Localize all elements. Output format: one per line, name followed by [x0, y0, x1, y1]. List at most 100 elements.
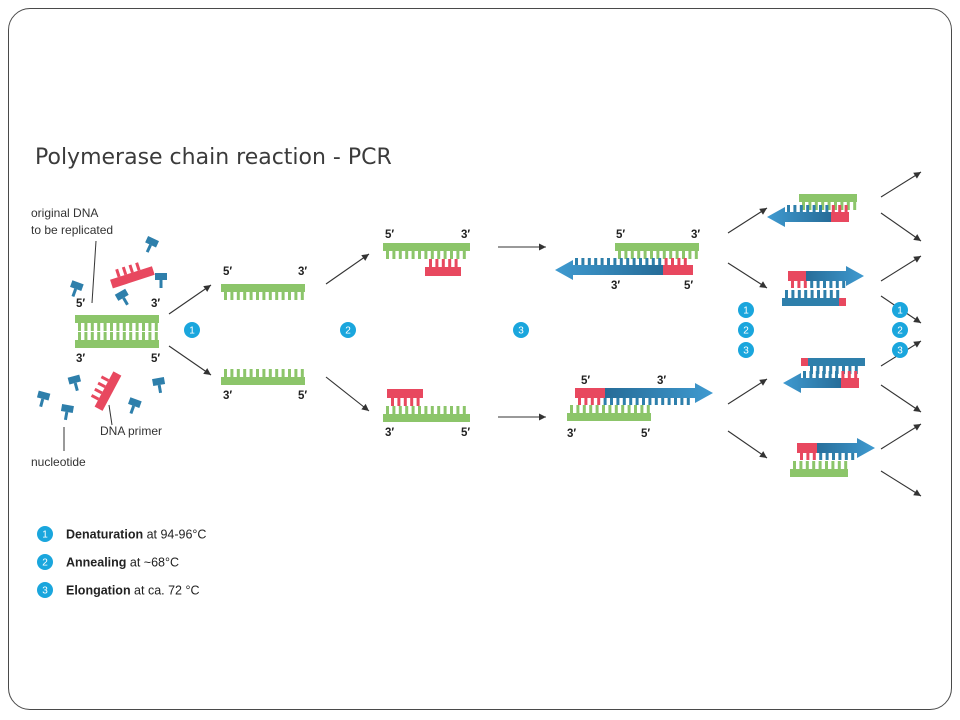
cycle-badge-3-circle — [738, 342, 754, 358]
original-top-strand-base — [142, 323, 145, 331]
elong-top-template-base — [669, 251, 673, 259]
anneal-top-primer — [425, 259, 461, 276]
anneal-top-template-base — [411, 251, 415, 259]
elong-top-template-backbone — [615, 243, 699, 251]
step-badge-annealing-number: 2 — [345, 326, 351, 337]
gen2-c-new-base — [854, 371, 858, 378]
arrow-anneal-up-shaft — [325, 253, 370, 285]
elong-bottom-new-strand-base — [680, 398, 684, 405]
original-bottom-strand-base — [84, 332, 88, 340]
gen2-c-template-tip — [801, 358, 808, 366]
elong-top-new-strand-base — [677, 258, 681, 265]
gen2-d-new-base — [851, 453, 855, 460]
cycle-badge-2: 2 — [738, 322, 754, 338]
anneal-top-template-base — [437, 251, 441, 259]
elong-top-template-base — [662, 251, 666, 259]
arrow-next-5-head — [913, 341, 921, 348]
gen2-c-new-base — [803, 371, 806, 378]
gen2-b-primer-strand-base — [810, 281, 814, 288]
original-top-strand-base — [116, 323, 120, 331]
denatured-bottom-strand-base — [294, 369, 298, 377]
gen2-d-template-backbone — [790, 469, 848, 477]
elong-bottom-template-base — [576, 405, 580, 413]
denatured-bottom-5prime: 5′ — [298, 390, 307, 402]
elong-bottom-template-base — [582, 405, 586, 413]
nucleotide-3 — [114, 288, 129, 306]
gen2-b-primer-strand-base — [823, 281, 826, 288]
denatured-top-strand-base — [281, 292, 285, 300]
elong-top-new-strand-primer — [663, 265, 693, 275]
legend-badge-1-number: 1 — [42, 530, 48, 541]
anneal-top-template-base — [424, 251, 428, 259]
original-top-strand-base — [135, 323, 139, 331]
label-dna-primer: DNA primer — [100, 424, 162, 438]
gen2-d-new-base — [800, 453, 803, 460]
gen2-a-new-base — [793, 205, 797, 212]
free-primer-bottom-backbone — [94, 371, 122, 411]
elong-top-new-strand-base — [683, 258, 687, 265]
anneal-bottom-primer-base — [397, 398, 401, 406]
elong-bottom-template — [567, 405, 651, 421]
original-bottom-strand-base — [78, 332, 81, 340]
original-top-strand-base — [122, 323, 126, 331]
arrow-denature-up-shaft — [168, 284, 212, 315]
anneal-top-template-base — [405, 251, 409, 259]
gen2-a-template-base — [853, 202, 857, 210]
denatured-top-strand-backbone — [221, 284, 305, 292]
denatured-bottom-strand-backbone — [221, 377, 305, 385]
elong-bottom-template-base — [595, 405, 599, 413]
elong-top-template-base — [630, 251, 634, 259]
original-bottom-strand-base — [129, 332, 133, 340]
elong-bottom-template-base — [608, 405, 612, 413]
original-bottom-strand — [75, 332, 159, 348]
arrow-next-7 — [880, 423, 922, 450]
anneal-bottom-primer-base — [416, 398, 420, 406]
dna-primer-pointer — [108, 404, 113, 426]
anneal-bottom-primer-base — [410, 398, 414, 406]
elong-bottom-new-strand-base — [622, 398, 626, 405]
gen2-d-template-base — [793, 461, 796, 469]
gen2-c-template-base — [848, 366, 852, 374]
arrow-next-2-shaft — [880, 212, 922, 242]
legend-item-denaturation: 1 Denaturation at 94-96°C — [37, 526, 206, 542]
nucleotide-3-stem — [122, 297, 129, 306]
gen2-c-template-base — [829, 366, 833, 374]
nucleotide-2-cap — [155, 273, 167, 280]
cycle-badge-1-circle — [738, 302, 754, 318]
gen2-a-template-base — [814, 202, 818, 210]
denatured-top-strand-base — [268, 292, 272, 300]
gen2-b-template-base — [791, 290, 795, 298]
free-primer-top-base — [115, 268, 121, 278]
elong-top-new-strand-base — [645, 258, 649, 265]
elong-top-new-strand-base — [613, 258, 617, 265]
nucleotide-5-cap — [36, 390, 51, 401]
gen2-d-template-base — [837, 461, 841, 469]
gen2-a-new-base — [799, 205, 803, 212]
nucleotide-8-cap — [128, 397, 142, 408]
elong-bottom-new-strand-base — [610, 398, 613, 405]
elong-bottom-template-base — [646, 405, 650, 413]
arrow-next-6-head — [913, 405, 921, 412]
gen2-d-new-base — [832, 453, 835, 460]
elong-bottom-template-base — [589, 405, 593, 413]
elong-top-new-strand-base — [575, 258, 578, 265]
legend-text-1: Denaturation at 94-96°C — [66, 528, 206, 542]
legend-item-annealing: 2 Annealing at ~68°C — [37, 554, 179, 570]
anneal-bottom-5prime: 5′ — [461, 427, 470, 439]
elong-bottom-new-strand-base — [603, 398, 607, 405]
elong-top-new-strand-base — [651, 258, 655, 265]
free-primer-bottom-base — [100, 375, 110, 382]
step-badge-denaturation-number: 1 — [189, 326, 195, 337]
elong-top-template-base — [675, 251, 679, 259]
elong-bottom-new-strand-base — [584, 398, 588, 405]
original-bottom-strand-base — [116, 332, 120, 340]
gen2-d-new-base — [838, 453, 842, 460]
arrow-next-6-shaft — [880, 384, 922, 413]
original-top-3prime: 3′ — [151, 298, 160, 310]
legend-badge-2 — [37, 554, 53, 570]
original-bottom-strand-base — [135, 332, 139, 340]
gen2-a-template-base — [846, 202, 850, 210]
nucleotide-5 — [36, 390, 51, 408]
arrow-next-8 — [880, 470, 922, 497]
original-bottom-3prime: 3′ — [76, 353, 85, 365]
